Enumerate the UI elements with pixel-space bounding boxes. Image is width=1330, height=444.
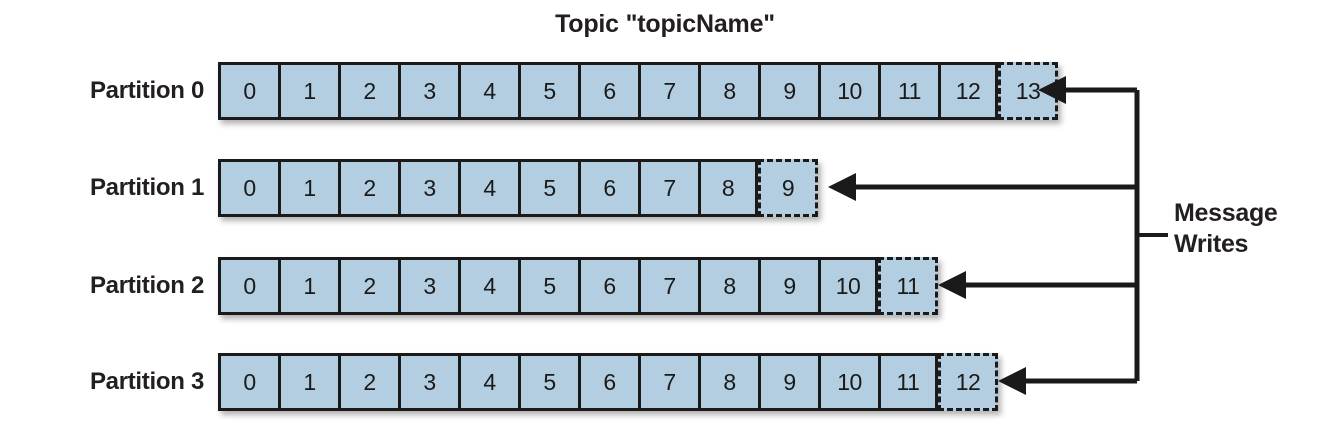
partition-cell: 3 [398,353,458,411]
partition-cell: 6 [578,62,638,120]
arrowhead-partition-2 [938,271,966,299]
partition-cell: 7 [638,62,698,120]
partition-cell: 4 [458,353,518,411]
partition-cell: 5 [518,62,578,120]
partition-cell: 1 [278,159,338,217]
partition-cell: 6 [578,257,638,315]
partition-cell: 6 [578,159,638,217]
partition-cell-pending: 11 [878,257,938,315]
partition-cell: 9 [758,353,818,411]
partition-label: Partition 1 [89,174,204,201]
partition-cell: 5 [518,257,578,315]
partition-cell: 4 [458,159,518,217]
partition-label: Partition 3 [89,368,204,395]
partition-cell: 2 [338,353,398,411]
partition-cell: 3 [398,159,458,217]
partition-cell: 5 [518,353,578,411]
message-writes-label: Message Writes [1174,199,1278,258]
arrowhead-partition-1 [828,173,856,201]
partition-cell: 8 [698,257,758,315]
partition-cell: 11 [878,62,938,120]
partition-cell: 0 [218,257,278,315]
partition-cell: 4 [458,257,518,315]
partition-cell: 9 [758,257,818,315]
partition-cell: 7 [638,353,698,411]
partition-cell: 3 [398,62,458,120]
partition-cell: 10 [818,257,878,315]
partition-label: Partition 2 [89,272,204,299]
partition-cell: 12 [938,62,998,120]
arrowheads [828,76,1066,395]
partition-label: Partition 0 [89,77,204,104]
partition-cell: 9 [758,62,818,120]
page-title: Topic "topicName" [555,10,775,38]
partition-cell: 10 [818,62,878,120]
partition-cell: 1 [278,62,338,120]
partition-cell: 1 [278,353,338,411]
partition-cell: 10 [818,353,878,411]
partition-cell: 1 [278,257,338,315]
partition-cell: 2 [338,257,398,315]
partition-cell: 3 [398,257,458,315]
partition-cell: 11 [878,353,938,411]
partition-cell: 5 [518,159,578,217]
partition-cell: 2 [338,159,398,217]
partition-cell-pending: 13 [998,62,1058,120]
partition-cell: 8 [698,159,758,217]
partition-cell: 2 [338,62,398,120]
partition-cell: 7 [638,257,698,315]
arrowhead-partition-3 [998,367,1026,395]
partition-cell: 0 [218,159,278,217]
partition-cell: 7 [638,159,698,217]
partition-cell-pending: 12 [938,353,998,411]
partition-cell: 4 [458,62,518,120]
partition-cell: 8 [698,62,758,120]
partition-cell: 8 [698,353,758,411]
partition-cell: 6 [578,353,638,411]
partition-cell-pending: 9 [758,159,818,217]
partition-cell: 0 [218,353,278,411]
partition-cell: 0 [218,62,278,120]
